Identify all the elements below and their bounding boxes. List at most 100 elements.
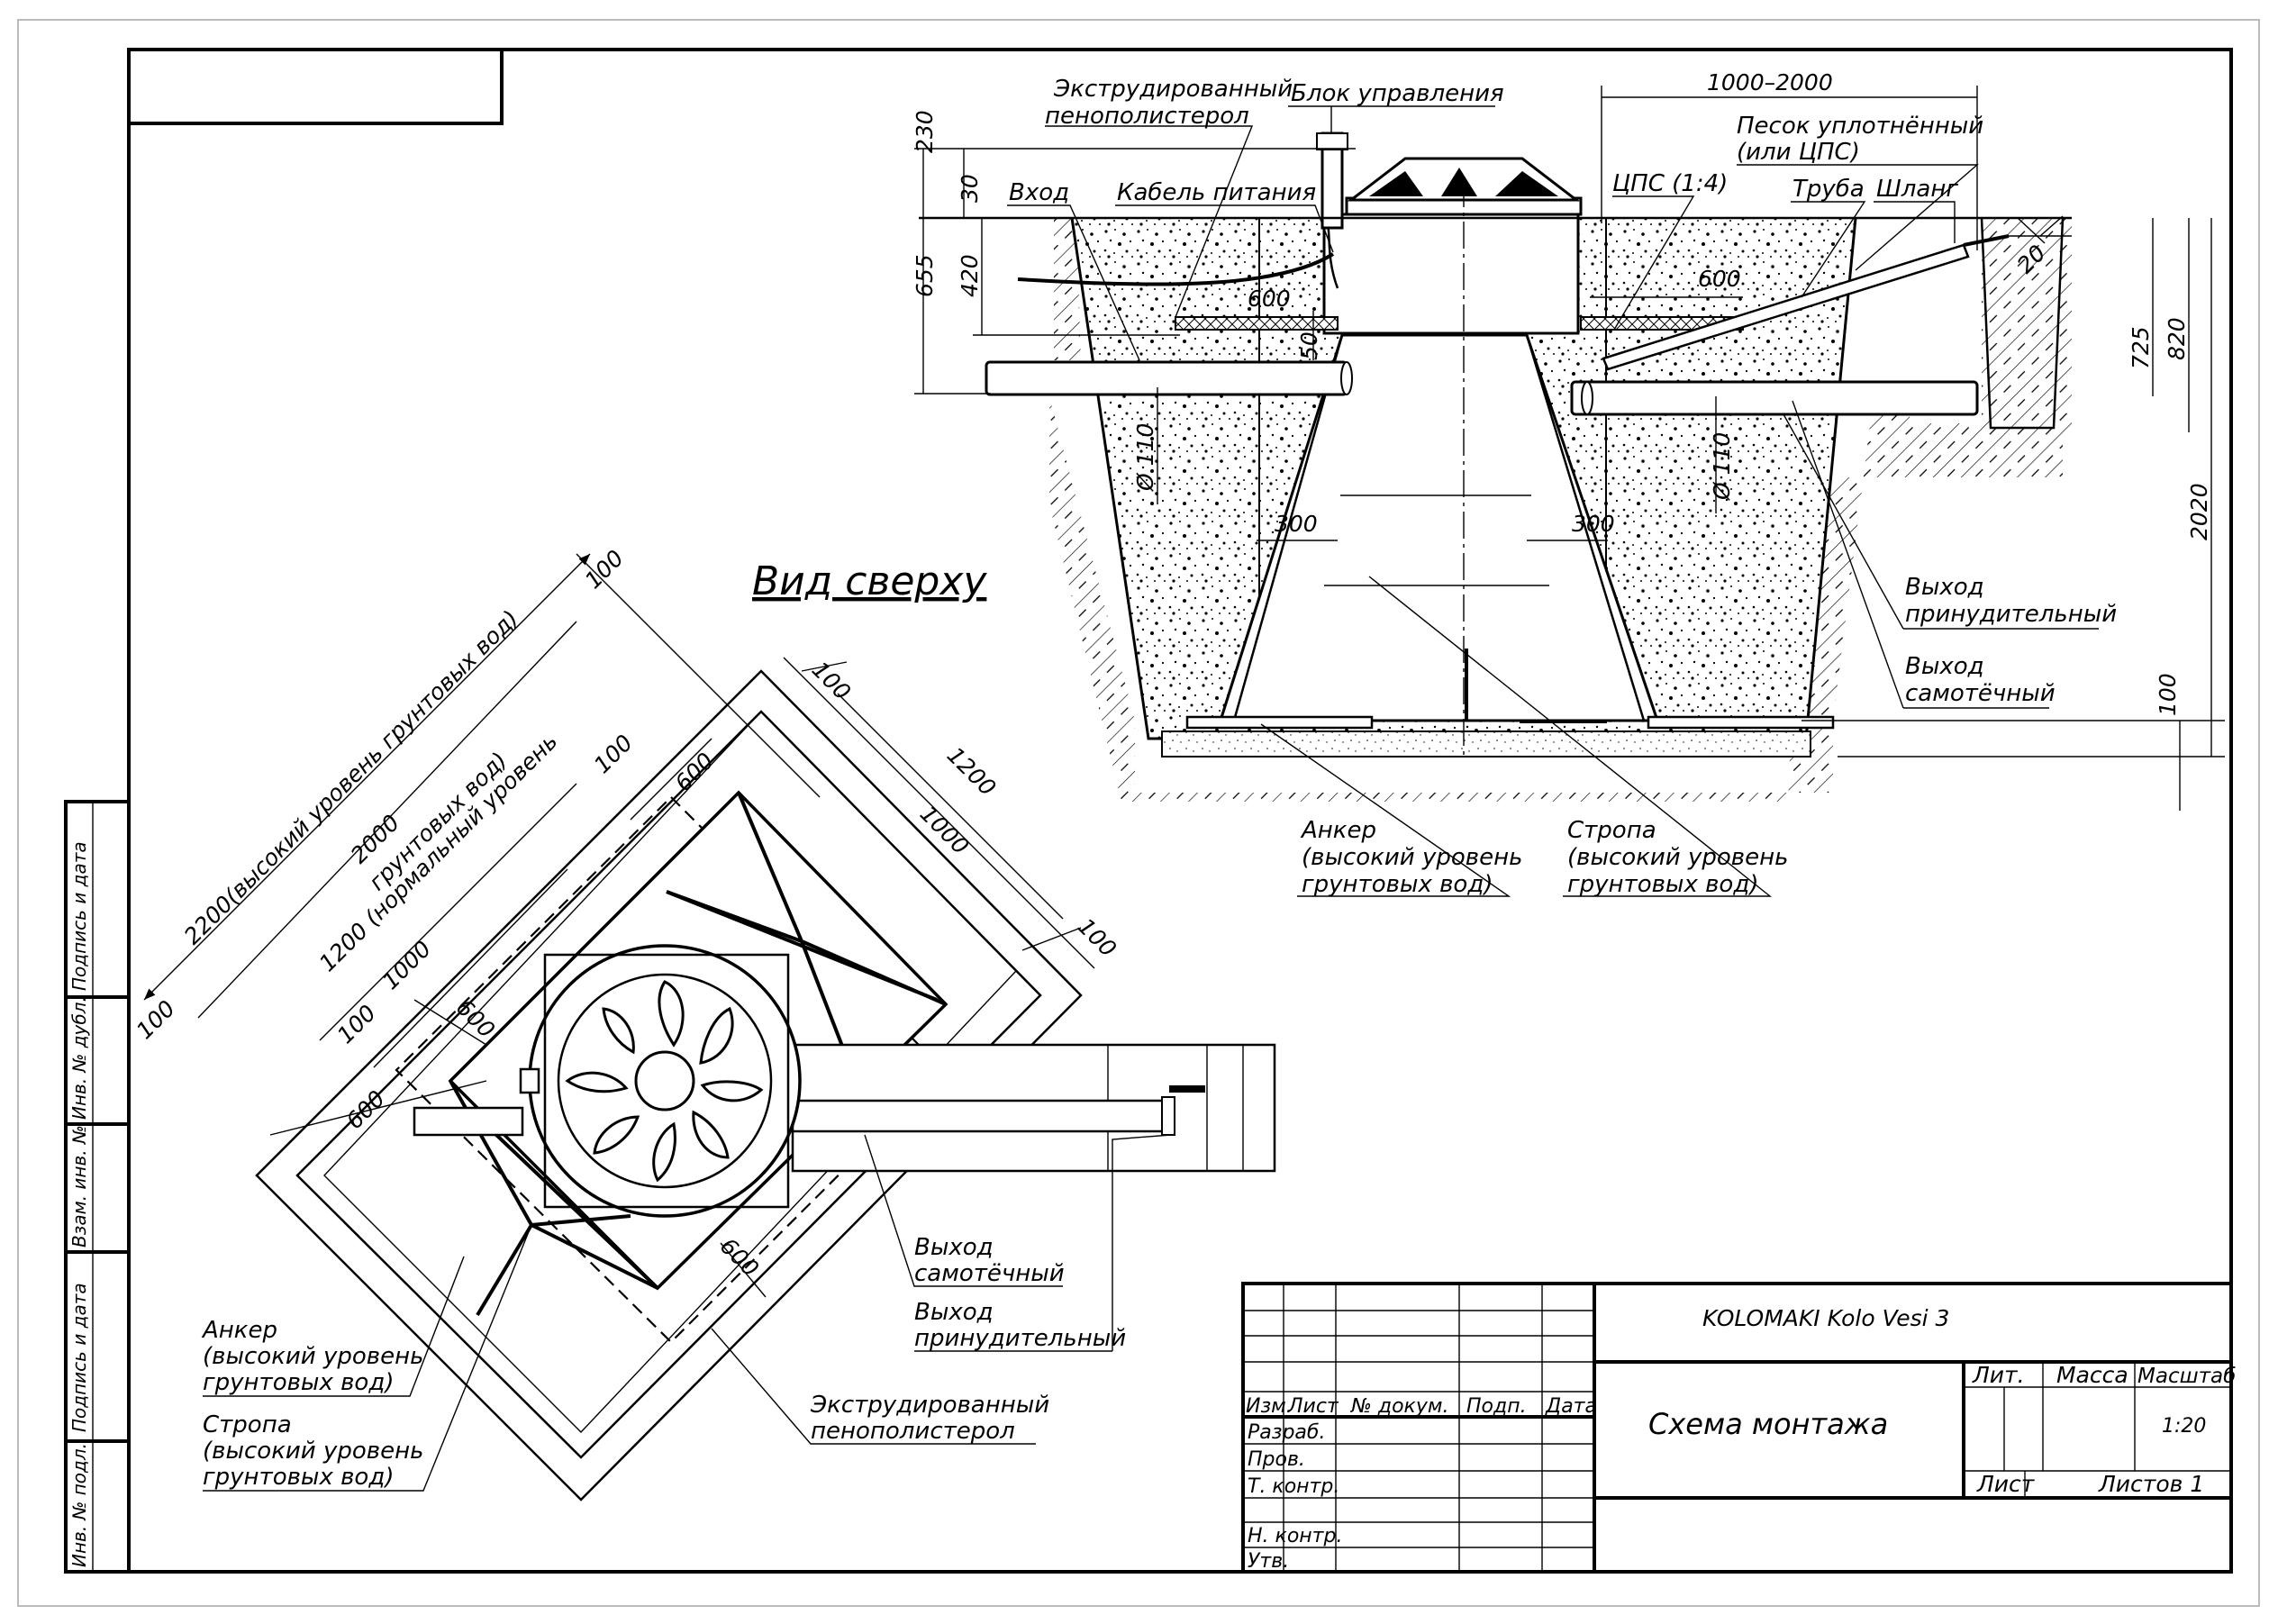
outlet-pipe (1570, 380, 1979, 416)
dim-600-b: 600 (1698, 266, 1741, 292)
tb-col-izm: Изм. (1246, 1395, 1293, 1418)
anchor-left (1185, 715, 1374, 730)
dim-1200: 1200 (942, 742, 1001, 801)
label-pipe: Труба (1792, 176, 1865, 203)
label-top-anchor-3: грунтовых вод) (203, 1369, 394, 1396)
section-view: Экструдированный пенополистерол Блок упр… (912, 69, 2225, 898)
tb-product: KOLOMAKI Kolo Vesi 3 (1702, 1305, 1949, 1331)
dim-50: 50 (1296, 331, 1322, 360)
label-anchor-3: грунтовых вод) (1302, 871, 1493, 898)
top-outlet-pipe (791, 1099, 1173, 1133)
tb-row-nkontr: Н. контр. (1248, 1525, 1342, 1547)
tb-scale: 1:20 (2162, 1415, 2206, 1438)
inlet-pipe (985, 360, 1348, 396)
tb-lit: Лит. (1972, 1362, 2025, 1388)
power-cable (1017, 252, 1335, 286)
dim-1000-a: 1000 (377, 936, 436, 994)
label-top-sling-1: Стропа (203, 1411, 292, 1438)
title-block: Изм. Лист № докум. Подп. Дата Разраб. Пр… (1241, 1282, 2236, 1574)
label-sand-2: (или ЦПС) (1737, 139, 1860, 166)
label-power-cable: Кабель питания (1117, 179, 1316, 206)
label-eps-2: пенополистерол (1045, 103, 1249, 130)
label-gravity-outlet-2: самотёчный (1905, 680, 2056, 707)
label-top-forced-1: Выход (914, 1299, 994, 1326)
dim-100: 100 (2155, 673, 2181, 716)
tb-row-tkontr: Т. контр. (1248, 1475, 1339, 1498)
label-top-sling-3: грунтовых вод) (203, 1464, 394, 1491)
label-sling-1: Стропа (1567, 817, 1656, 844)
dim-2020: 2020 (2186, 483, 2212, 540)
label-cps: ЦПС (1:4) (1612, 170, 1728, 197)
tb-row-utv: Утв. (1248, 1550, 1289, 1573)
stamp-inv-dubl: Инв. № дубл. (68, 996, 90, 1120)
stamp-inv-podl: Инв. № подл. (68, 1443, 90, 1567)
dim-600-4: 600 (715, 1233, 764, 1282)
tb-sheets: Листов 1 (2098, 1471, 2204, 1497)
dim-820: 820 (2164, 317, 2190, 360)
tb-row-prov: Пров. (1248, 1448, 1305, 1471)
tb-col-date: Дата (1545, 1395, 1597, 1418)
dim-d110-a: Ø 110 (1132, 423, 1158, 492)
top-inlet-pipe (413, 1106, 524, 1137)
label-top-forced-2: принудительный (914, 1325, 1126, 1352)
slings (449, 792, 947, 1317)
label-control-block: Блок управления (1291, 80, 1504, 107)
tb-mass: Масса (2056, 1362, 2128, 1388)
dim-655: 655 (912, 254, 938, 297)
tb-scale-label: Масштаб (2137, 1365, 2236, 1388)
pit-boundary-outer (255, 669, 1083, 1502)
tb-col-list: Лист (1287, 1395, 1339, 1418)
label-top-sling-2: (высокий уровень (203, 1438, 423, 1465)
label-top-eps-1: Экструдированный (810, 1392, 1049, 1419)
dim-420: 420 (957, 254, 983, 297)
stamp-signature-date-1: Подпись и дата (68, 1283, 90, 1432)
forced-outlet-pipe (1602, 243, 1970, 371)
label-forced-outlet-1: Выход (1905, 574, 1984, 601)
tb-col-doc: № докум. (1350, 1395, 1448, 1418)
dim-1000-2000: 1000–2000 (1707, 69, 1833, 95)
top-slab (1322, 213, 1580, 335)
anchor-right (1647, 715, 1835, 730)
label-hose: Шланг (1876, 176, 1958, 203)
side-stamp-strip: Инв. № подл. Подпись и дата Взам. инв. №… (64, 800, 131, 1574)
tb-col-podp: Подп. (1466, 1395, 1527, 1418)
dim-100-5: 100 (807, 657, 856, 705)
top-view: 2200(высокий уровень грунтовых вод) 2000… (132, 545, 1276, 1502)
label-anchor-2: (высокий уровень (1302, 844, 1522, 871)
dim-100-1: 100 (132, 995, 180, 1044)
label-anchor-1: Анкер (1300, 817, 1376, 844)
dim-1000-b: 1000 (915, 801, 974, 859)
dim-600-2: 600 (451, 994, 500, 1043)
dim-300-a: 300 (1275, 511, 1318, 537)
label-forced-outlet-2: принудительный (1905, 601, 2117, 628)
dim-600-a: 600 (1248, 286, 1291, 312)
sand-layer (1161, 730, 1811, 758)
tb-sheet: Лист (1976, 1471, 2036, 1497)
label-gravity-outlet-1: Выход (1905, 653, 1984, 680)
stamp-signature-date-2: Подпись и дата (68, 841, 90, 991)
dim-725: 725 (2128, 326, 2154, 369)
dim-100-2: 100 (580, 545, 629, 594)
tb-drawing-title: Схема монтажа (1648, 1407, 1888, 1441)
dim-300-b: 300 (1572, 511, 1615, 537)
dim-230: 230 (912, 110, 938, 153)
label-eps-1: Экструдированный (1053, 76, 1293, 103)
lid-ribs (565, 980, 764, 1183)
label-top-anchor-2: (высокий уровень (203, 1343, 423, 1370)
label-top-eps-2: пенополистерол (811, 1418, 1015, 1445)
label-top-anchor-1: Анкер (201, 1317, 277, 1344)
dim-30: 30 (957, 174, 983, 203)
label-sand-1: Песок уплотнённый (1737, 113, 1983, 140)
dim-d110-b: Ø 110 (1709, 432, 1735, 501)
label-top-gravity-2: самотёчный (914, 1260, 1065, 1287)
label-sling-3: грунтовых вод) (1567, 871, 1758, 898)
dim-100-4: 100 (332, 1000, 381, 1048)
dim-100-3: 100 (589, 730, 638, 778)
dim-600-3: 600 (341, 1085, 390, 1134)
top-view-title: Вид сверху (752, 558, 987, 604)
tb-row-razrab: Разраб. (1248, 1421, 1325, 1444)
label-inlet: Вход (1009, 179, 1069, 206)
stamp-vzam-inv: Взам. инв. № (68, 1125, 90, 1247)
label-top-gravity-1: Выход (914, 1234, 994, 1261)
